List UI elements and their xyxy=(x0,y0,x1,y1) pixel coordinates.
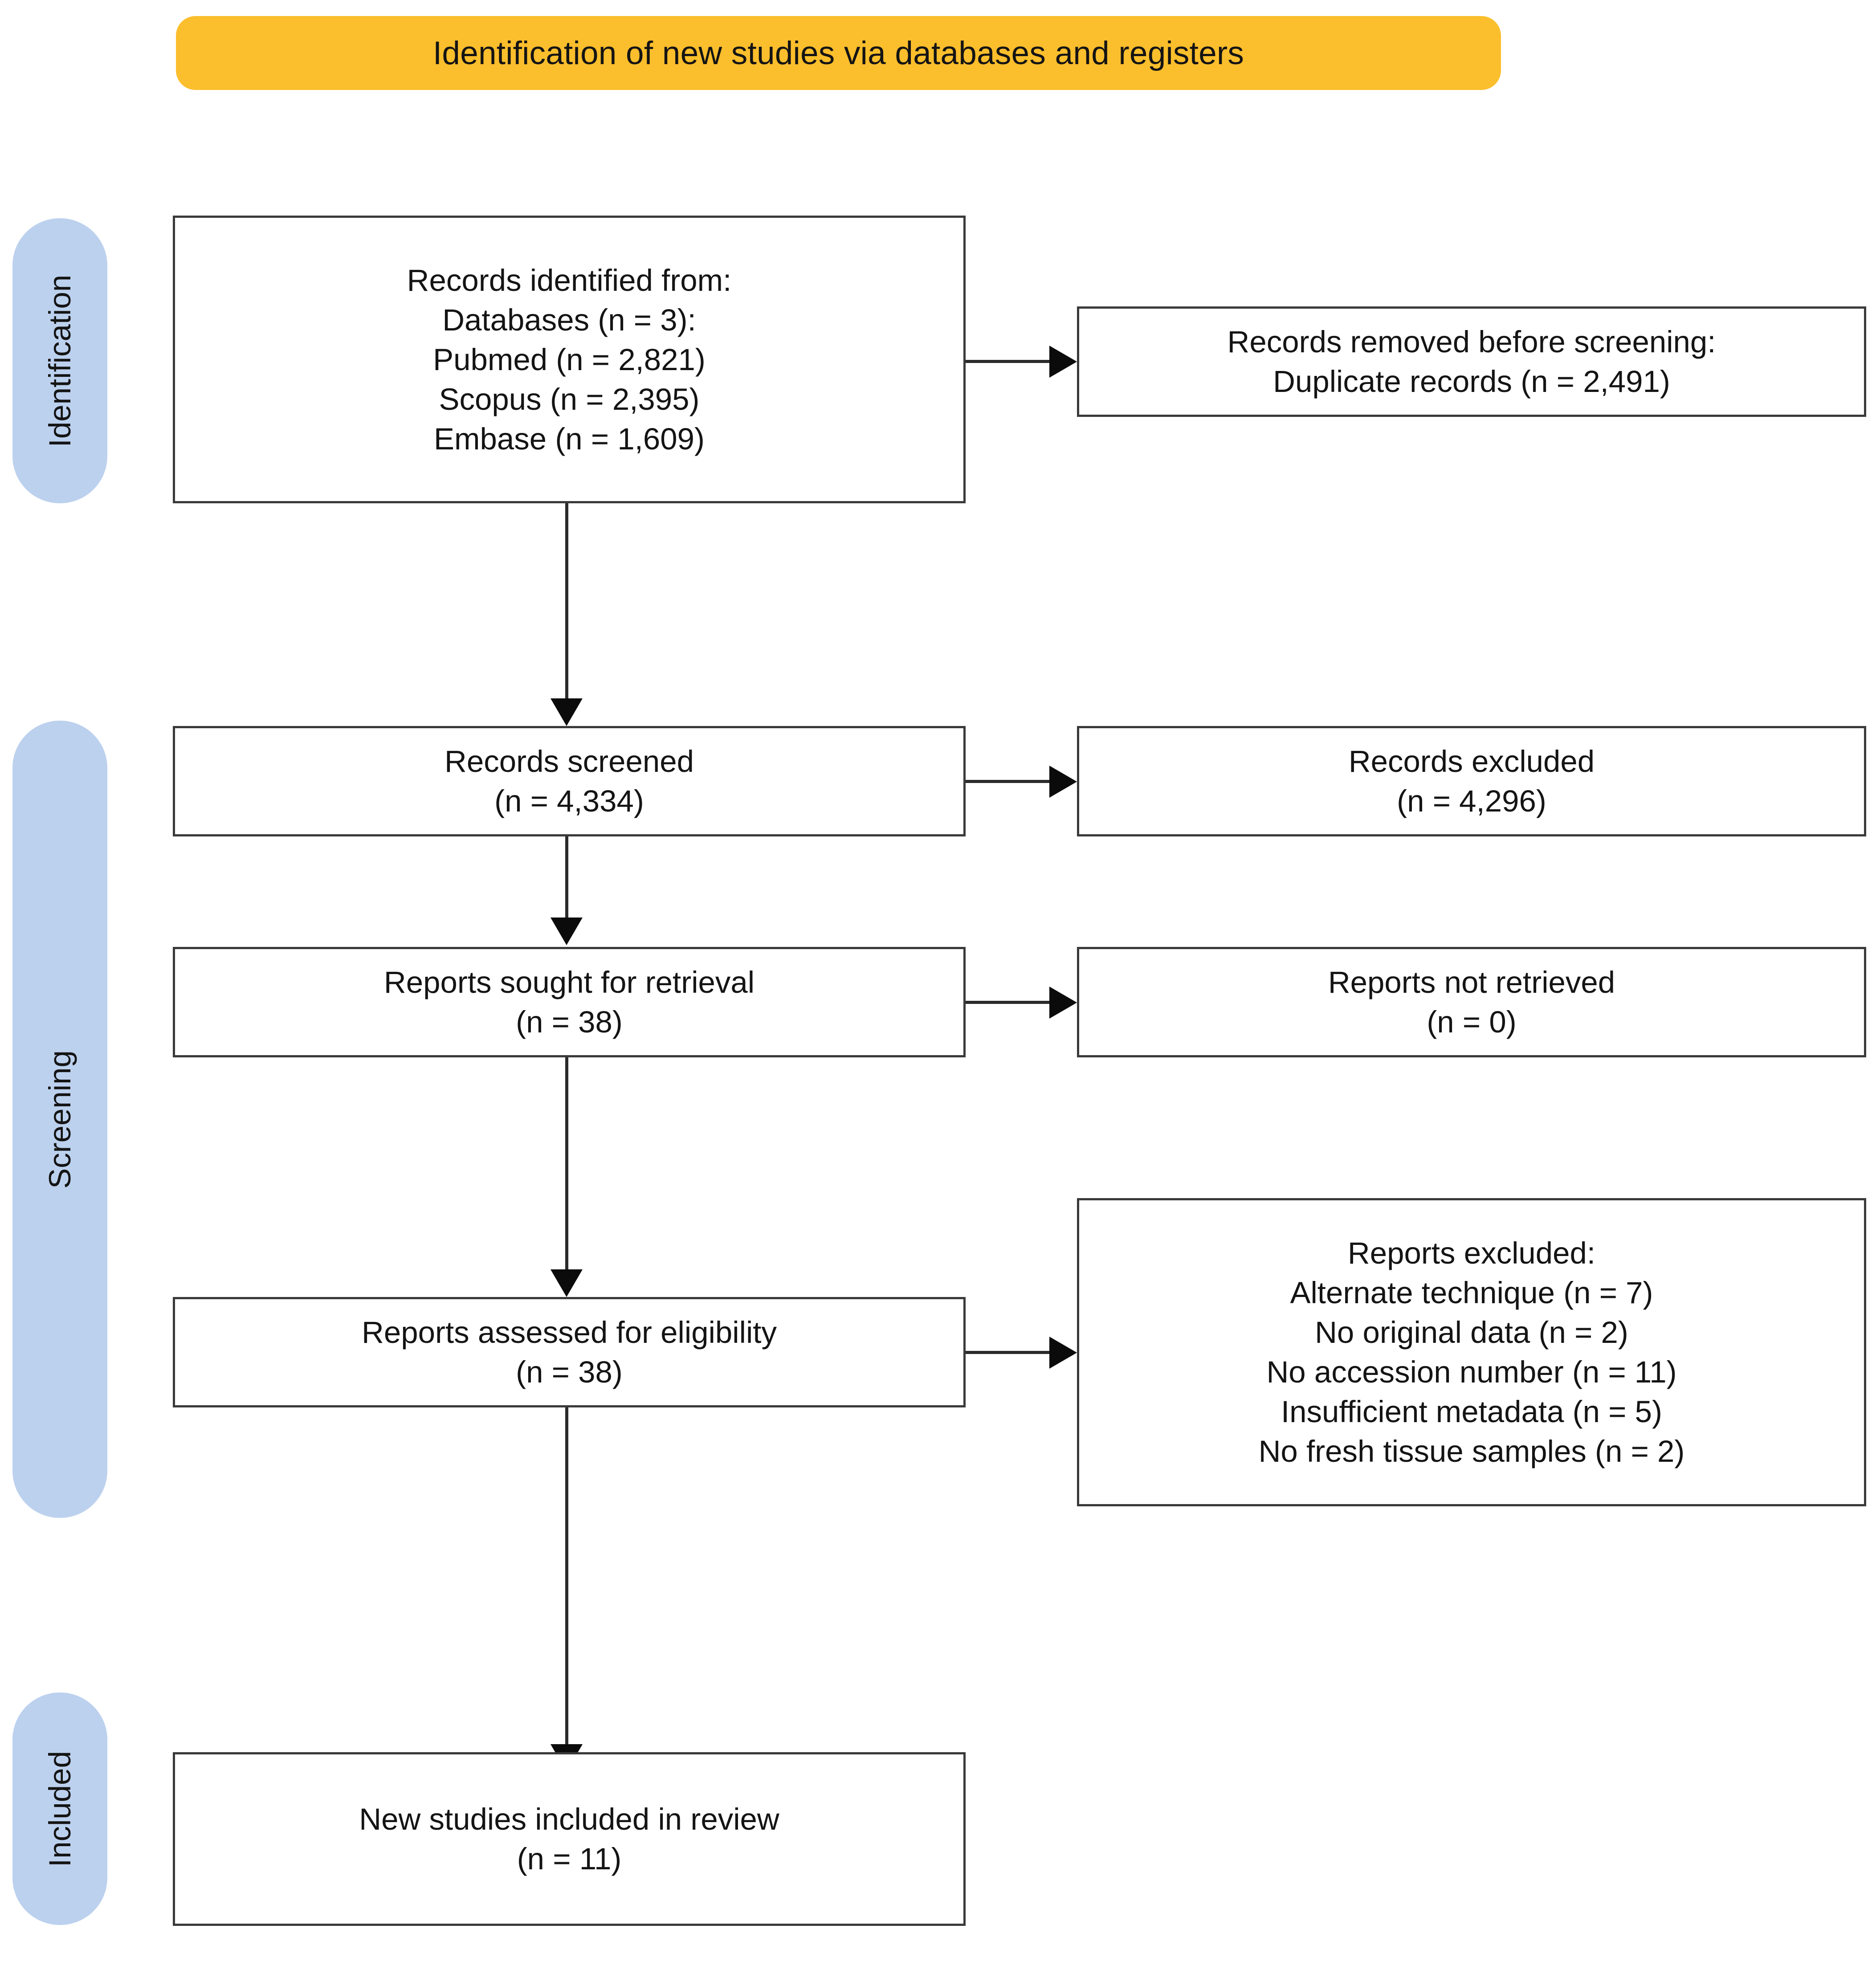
diagram-title-banner: Identification of new studies via databa… xyxy=(176,16,1501,90)
box-new-studies-included-line-2: (n = 11) xyxy=(517,1842,622,1876)
box-records-screened-line-1: Records screened xyxy=(445,744,694,779)
box-records-removed-line-1: Records removed before screening: xyxy=(1227,325,1716,359)
arrowhead-sought-to-not-retrieved xyxy=(1049,987,1077,1019)
stage-tab-included: Included xyxy=(12,1692,107,1925)
box-reports-sought-line-1: Reports sought for retrieval xyxy=(383,965,755,999)
arrowhead-screened-to-excluded xyxy=(1049,766,1077,798)
box-reports-assessed: Reports assessed for eligibility (n = 38… xyxy=(173,1297,966,1407)
box-records-screened-line-2: (n = 4,334) xyxy=(494,784,644,818)
box-records-identified-line-3: Pubmed (n = 2,821) xyxy=(433,342,706,377)
box-records-identified-line-4: Scopus (n = 2,395) xyxy=(439,382,700,416)
connector-sought-to-assessed xyxy=(565,1057,568,1271)
box-records-excluded-line-1: Records excluded xyxy=(1348,744,1595,779)
box-reports-excluded: Reports excluded: Alternate technique (n… xyxy=(1077,1198,1866,1506)
stage-tab-identification: Identification xyxy=(12,218,107,503)
box-reports-assessed-line-1: Reports assessed for eligibility xyxy=(362,1315,777,1350)
stage-tab-identification-label: Identification xyxy=(43,274,77,447)
arrowhead-assessed-to-excluded xyxy=(1049,1337,1077,1369)
connector-sought-to-not-retrieved xyxy=(966,1001,1050,1004)
box-records-screened: Records screened (n = 4,334) xyxy=(173,726,966,836)
arrowhead-identified-to-removed xyxy=(1049,346,1077,378)
box-new-studies-included: New studies included in review (n = 11) xyxy=(173,1752,966,1926)
box-records-identified-line-1: Records identified from: xyxy=(407,263,732,298)
box-reports-sought-line-2: (n = 38) xyxy=(516,1005,623,1039)
box-reports-not-retrieved-line-2: (n = 0) xyxy=(1427,1005,1517,1039)
connector-identified-to-screened xyxy=(565,503,568,699)
box-reports-excluded-line-6: No fresh tissue samples (n = 2) xyxy=(1258,1434,1685,1468)
box-reports-excluded-line-1: Reports excluded: xyxy=(1347,1236,1596,1270)
connector-assessed-to-excluded xyxy=(966,1351,1050,1354)
box-reports-sought: Reports sought for retrieval (n = 38) xyxy=(173,947,966,1057)
box-reports-not-retrieved-line-1: Reports not retrieved xyxy=(1328,965,1615,999)
box-new-studies-included-line-1: New studies included in review xyxy=(359,1802,779,1836)
connector-identified-to-removed xyxy=(966,360,1050,363)
connector-assessed-to-included xyxy=(565,1407,568,1746)
stage-tab-screening: Screening xyxy=(12,721,107,1518)
connector-screened-to-excluded xyxy=(966,780,1050,783)
diagram-title: Identification of new studies via databa… xyxy=(432,35,1244,71)
stage-tab-included-label: Included xyxy=(43,1750,77,1867)
arrowhead-identified-to-screened xyxy=(551,698,583,726)
box-reports-excluded-line-3: No original data (n = 2) xyxy=(1315,1315,1628,1350)
box-reports-excluded-line-2: Alternate technique (n = 7) xyxy=(1290,1276,1653,1310)
connector-screened-to-sought xyxy=(565,836,568,919)
box-records-excluded: Records excluded (n = 4,296) xyxy=(1077,726,1866,836)
box-records-removed-line-2: Duplicate records (n = 2,491) xyxy=(1273,364,1670,399)
box-records-removed: Records removed before screening: Duplic… xyxy=(1077,306,1866,417)
box-records-excluded-line-2: (n = 4,296) xyxy=(1397,784,1546,818)
stage-tab-screening-label: Screening xyxy=(43,1050,77,1189)
box-records-identified-line-2: Databases (n = 3): xyxy=(442,302,696,337)
box-reports-excluded-line-4: No accession number (n = 11) xyxy=(1266,1355,1677,1389)
box-records-identified-line-5: Embase (n = 1,609) xyxy=(434,421,705,456)
box-records-identified: Records identified from: Databases (n = … xyxy=(173,216,966,503)
box-reports-excluded-line-5: Insufficient metadata (n = 5) xyxy=(1281,1395,1662,1429)
arrowhead-sought-to-assessed xyxy=(551,1269,583,1297)
box-reports-assessed-line-2: (n = 38) xyxy=(516,1355,623,1389)
arrowhead-screened-to-sought xyxy=(551,918,583,945)
box-reports-not-retrieved: Reports not retrieved (n = 0) xyxy=(1077,947,1866,1057)
